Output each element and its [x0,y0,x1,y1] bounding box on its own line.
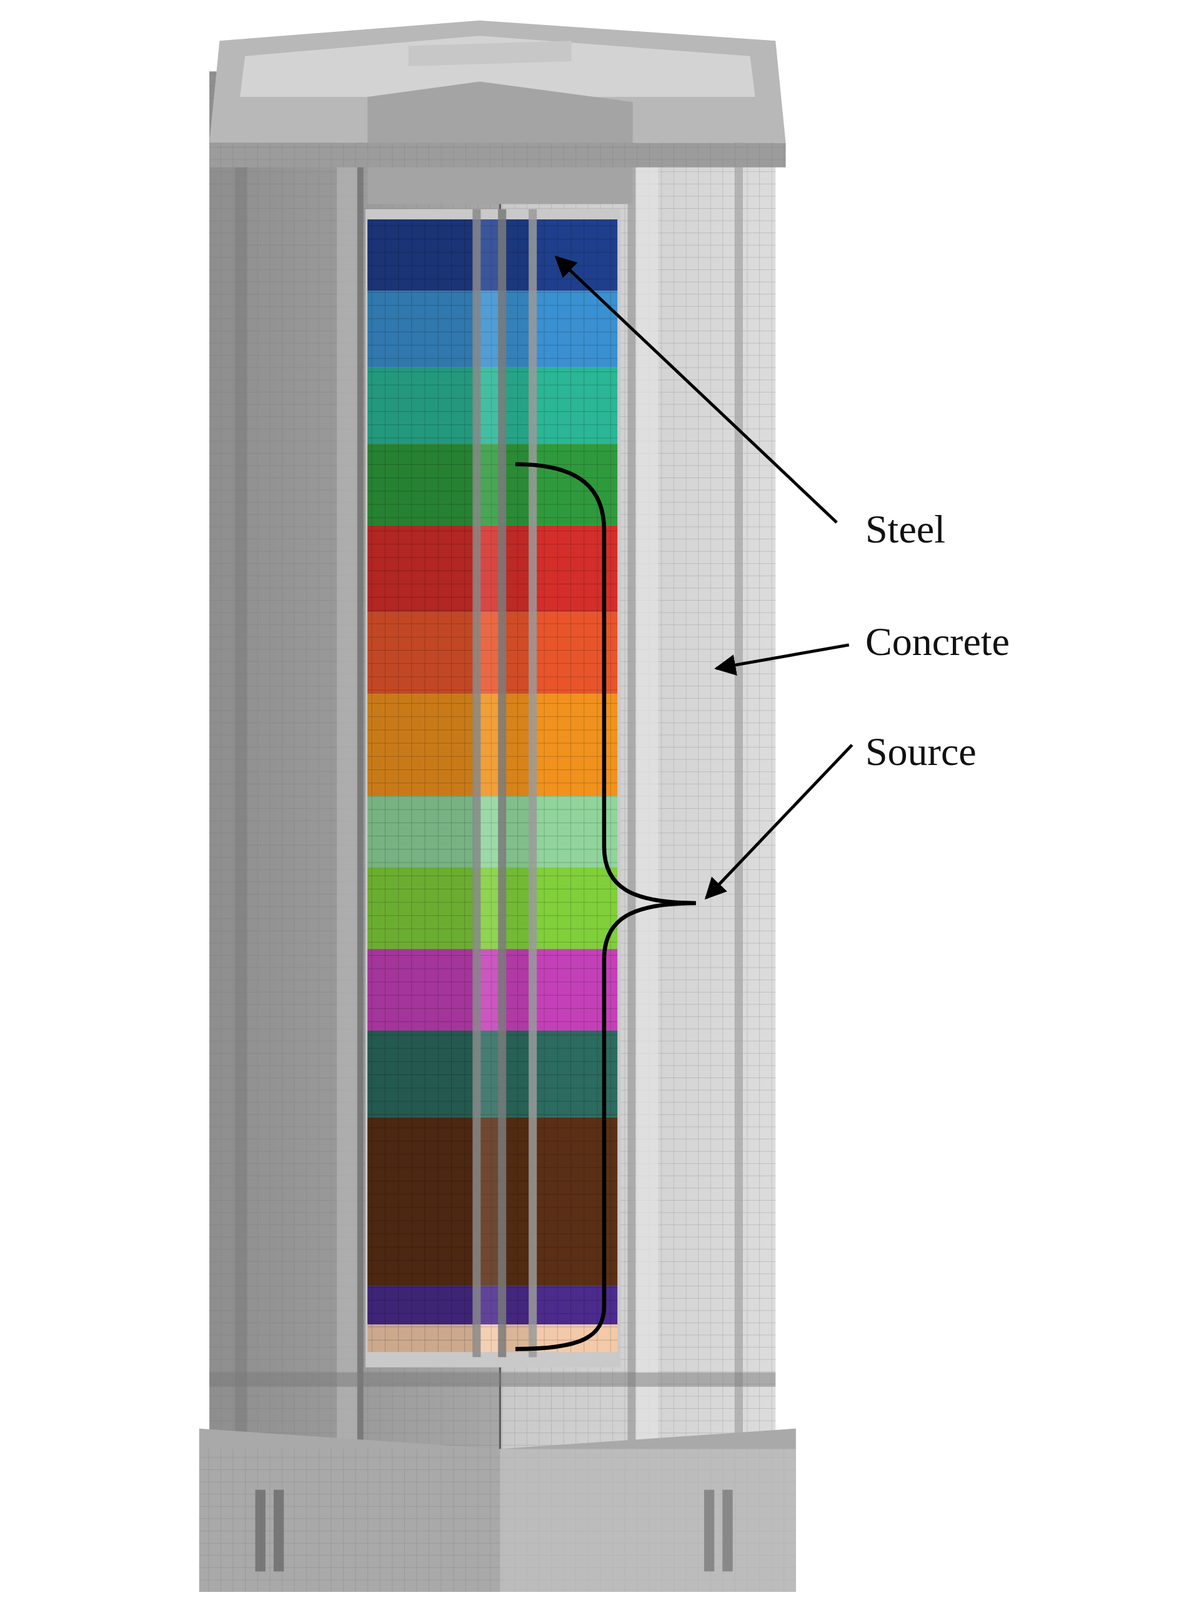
leader-lines [515,256,853,1349]
callout-label: Steel [865,509,946,550]
concrete-shell [199,20,796,1592]
source-layers [365,209,621,1368]
callout-label: Concrete [865,621,1010,662]
steel-columns [472,209,537,1358]
source-bracket [515,464,697,1349]
callout-label: Source [865,731,977,772]
